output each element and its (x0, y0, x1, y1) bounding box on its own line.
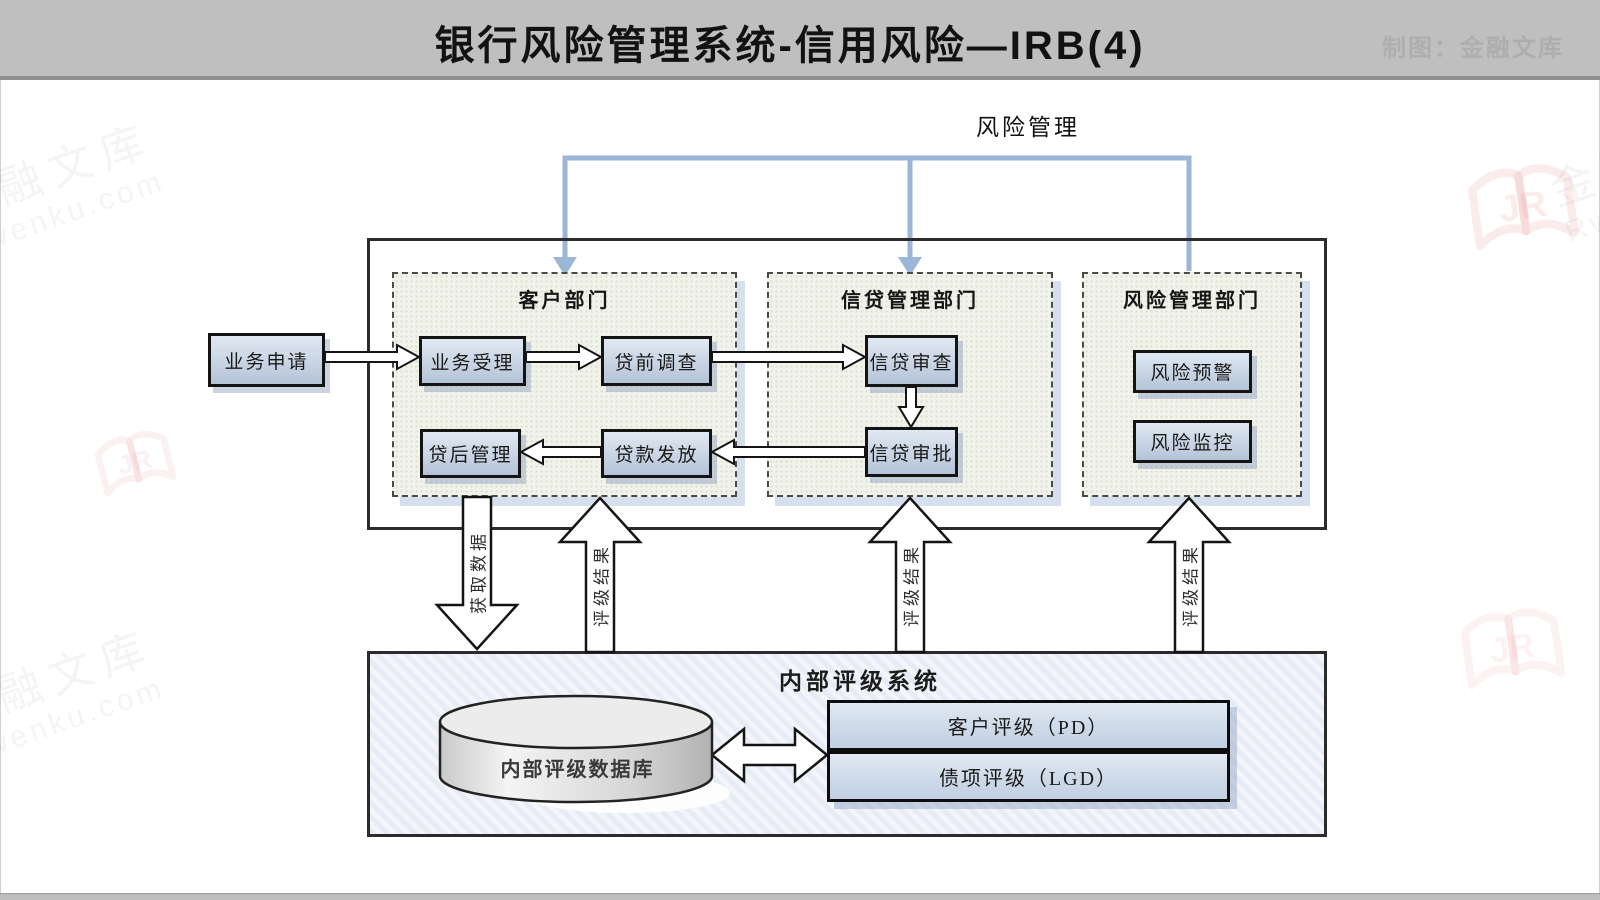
irb-system-title: 内部评级系统 (779, 669, 941, 694)
box-credit-approval: 信贷审批 (865, 427, 958, 477)
box-credit-review: 信贷审查 (865, 335, 958, 387)
box-business-accept: 业务受理 (419, 336, 526, 386)
bottom-bar (0, 893, 1600, 900)
title-bar (0, 0, 1600, 80)
box-debt-rating-lgd: 债项评级（LGD） (827, 751, 1230, 802)
credit-watermark-label: 制图：金融文库 (1382, 35, 1564, 62)
page-title: 银行风险管理系统-信用风险—IRB(4) (434, 24, 1146, 68)
box-customer-rating-pd: 客户评级（PD） (827, 700, 1230, 751)
box-risk-monitoring: 风险监控 (1133, 420, 1252, 463)
box-postloan-management: 贷后管理 (420, 429, 521, 478)
dept-credit-title: 信贷管理部门 (841, 290, 979, 312)
dept-risk-lane: 风险管理部门 (1082, 272, 1302, 497)
box-preloan-investigation: 贷前调查 (601, 336, 712, 386)
box-loan-disbursement: 贷款发放 (601, 429, 712, 478)
label-rating-result-1: 评级结果 (592, 543, 612, 627)
label-get-data: 获取数据 (469, 530, 489, 614)
risk-management-label: 风险管理 (976, 115, 1080, 140)
label-rating-result-2: 评级结果 (902, 543, 922, 627)
dept-customer-title: 客户部门 (518, 290, 611, 312)
box-risk-warning: 风险预警 (1133, 350, 1252, 393)
dept-risk-title: 风险管理部门 (1123, 290, 1261, 312)
box-business-apply: 业务申请 (208, 333, 325, 387)
label-rating-result-3: 评级结果 (1181, 543, 1201, 627)
rating-db-label: 内部评级数据库 (500, 759, 655, 781)
